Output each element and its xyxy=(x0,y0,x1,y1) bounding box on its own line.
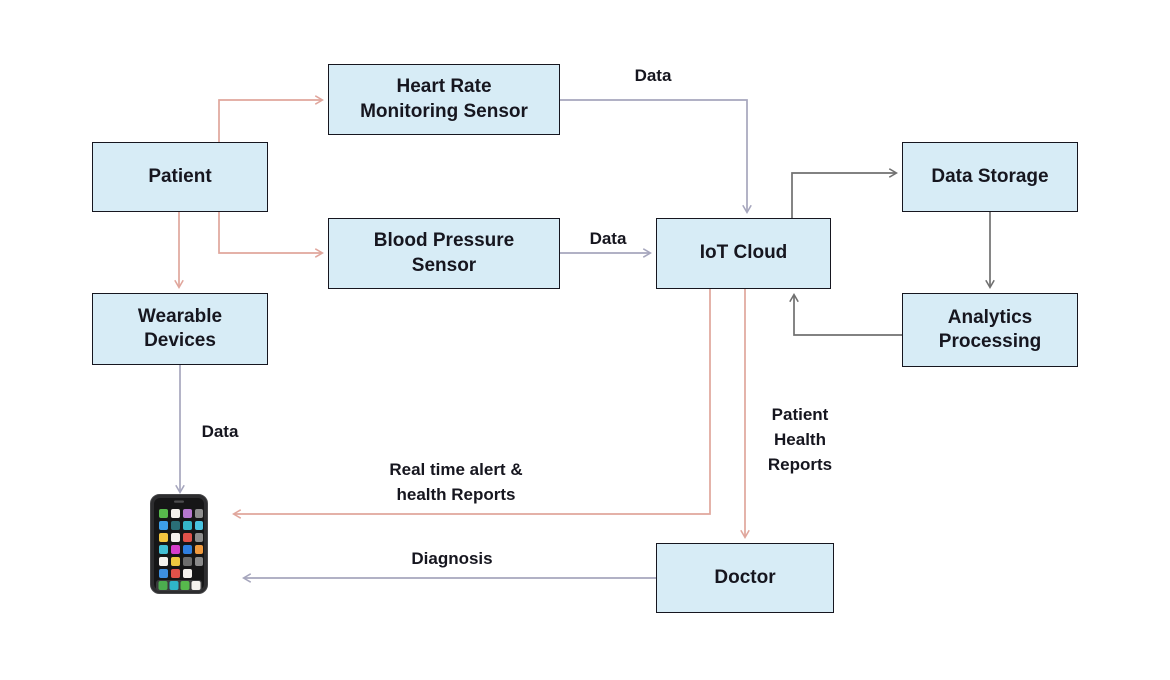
edge-label-real-time-alert: Real time alert & health Reports xyxy=(389,460,523,504)
node-iot-cloud: IoT Cloud xyxy=(656,218,831,289)
node-wearable-devices-label: Wearable Devices xyxy=(137,305,223,351)
node-data-storage: Data Storage xyxy=(902,142,1078,212)
node-patient: Patient xyxy=(92,142,268,212)
node-analytics-processing: Analytics Processing xyxy=(902,293,1078,367)
edge-heart-rate-sensor-to-iot-cloud xyxy=(560,99,752,214)
node-heart-rate-monitoring-sensor: Heart Rate Monitoring Sensor xyxy=(328,64,560,135)
edge-analytics-processing-to-iot-cloud xyxy=(789,293,902,336)
edge-label-heart-rate-data: Data xyxy=(634,66,672,85)
node-data-storage-label: Data Storage xyxy=(931,165,1049,187)
smartphone-icon xyxy=(150,494,208,594)
edge-label-wearable-data: Data xyxy=(201,422,239,441)
node-doctor: Doctor xyxy=(656,543,834,613)
node-heart-rate-monitoring-sensor-label: Heart Rate Monitoring Sensor xyxy=(360,76,528,122)
edge-iot-cloud-to-data-storage xyxy=(791,168,898,218)
node-patient-label: Patient xyxy=(148,165,212,187)
node-blood-pressure-sensor: Blood Pressure Sensor xyxy=(328,218,560,289)
edge-patient-to-blood-pressure-sensor xyxy=(218,212,324,258)
node-iot-cloud-label: IoT Cloud xyxy=(699,242,788,264)
node-doctor-label: Doctor xyxy=(714,566,776,588)
edge-label-diagnosis: Diagnosis xyxy=(411,549,493,568)
node-wearable-devices: Wearable Devices xyxy=(92,293,268,365)
edge-iot-cloud-to-smartphone xyxy=(232,289,711,519)
node-blood-pressure-sensor-label: Blood Pressure Sensor xyxy=(373,230,515,276)
edge-label-blood-pressure-data: Data xyxy=(589,229,627,248)
edge-label-patient-health-reports: Patient Health Reports xyxy=(767,405,833,474)
node-analytics-processing-label: Analytics Processing xyxy=(938,306,1042,352)
edge-patient-to-heart-rate-sensor xyxy=(218,95,324,142)
